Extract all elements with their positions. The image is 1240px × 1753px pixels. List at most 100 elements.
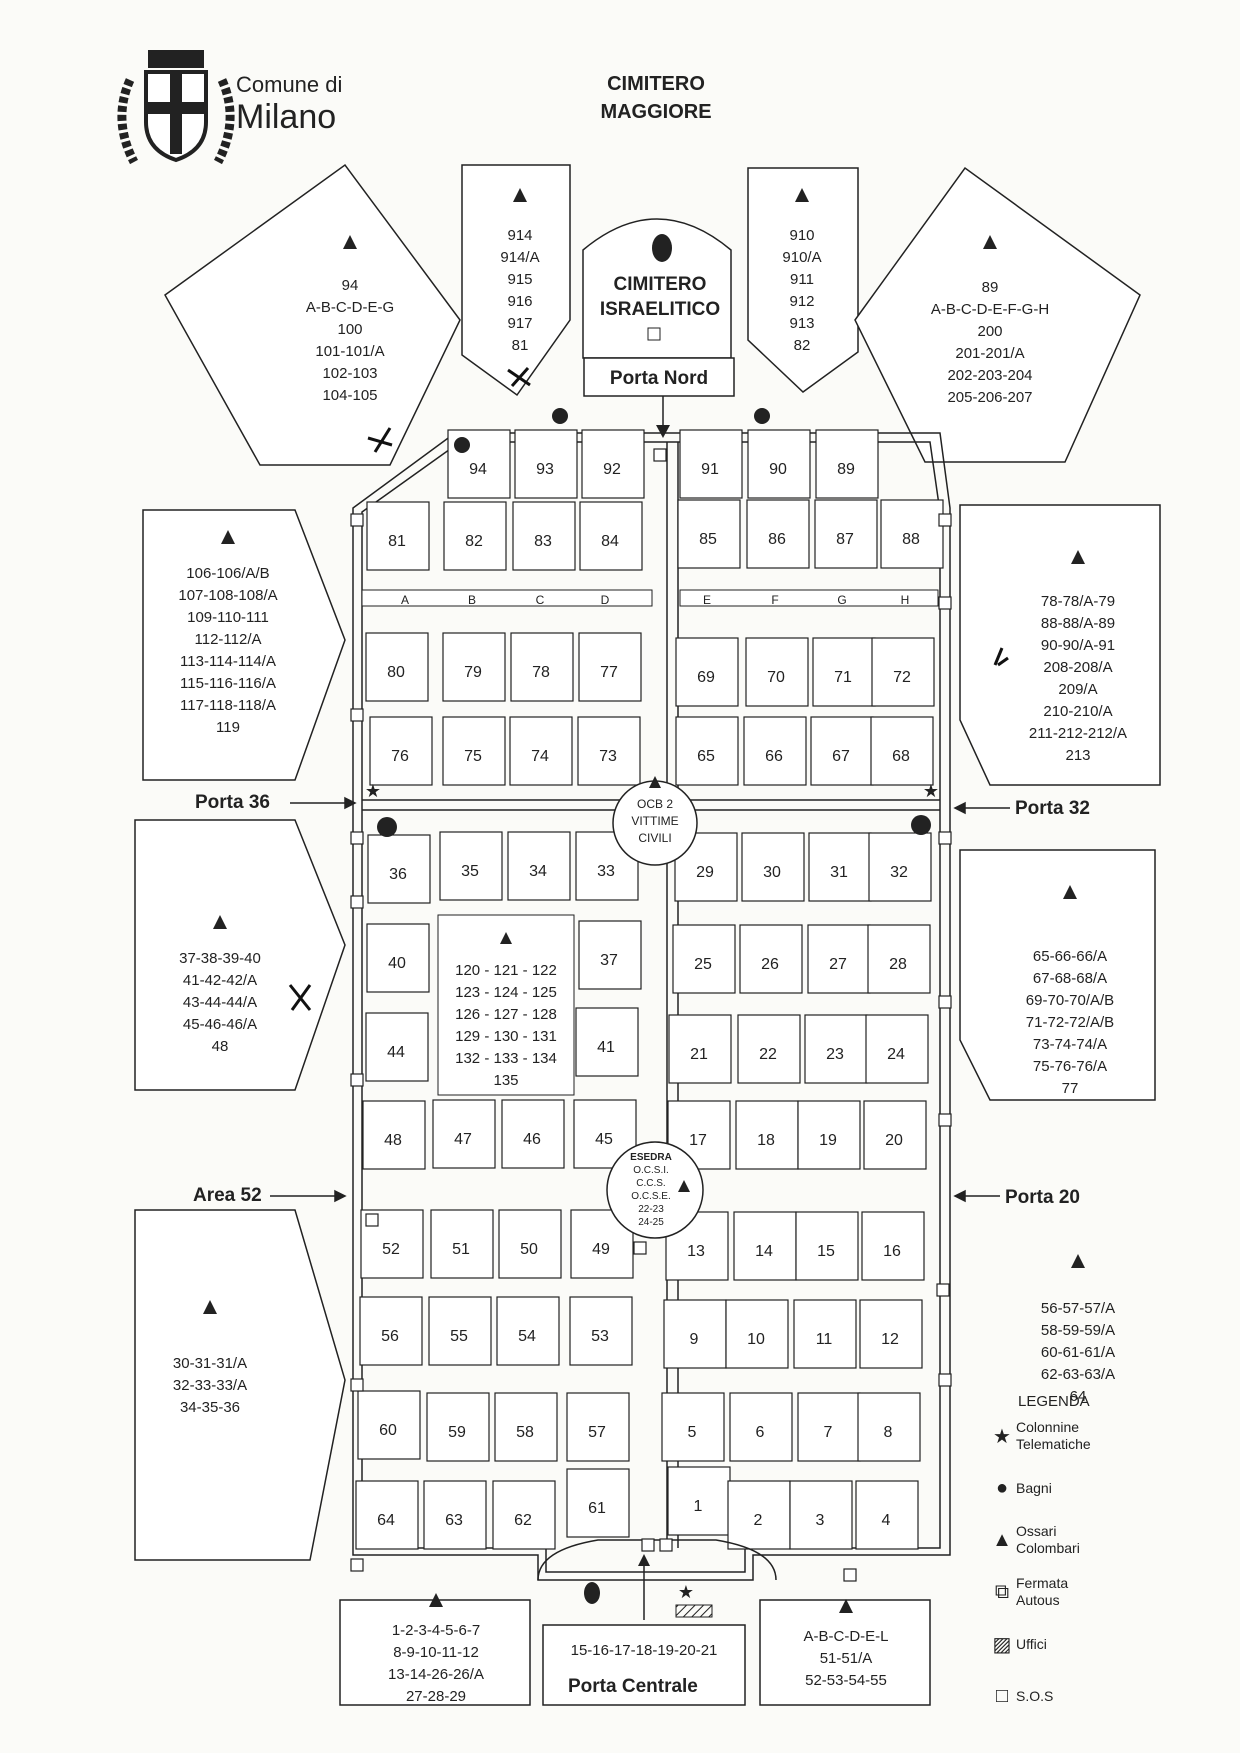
- field-box: [861, 1211, 925, 1281]
- panel-line: 64: [1070, 1388, 1087, 1405]
- field-box: [492, 1480, 556, 1550]
- panel-line: 82: [794, 337, 811, 354]
- field-box: [367, 834, 431, 904]
- panel-line: 71-72-72/A/B: [1026, 1014, 1114, 1031]
- bagni-dot-icon: [754, 408, 770, 424]
- field-number: 34: [529, 863, 547, 880]
- field-box: [870, 716, 934, 786]
- field-box: [442, 632, 506, 702]
- sos-icon: [659, 1538, 673, 1552]
- field-number: 66: [765, 748, 783, 765]
- ossari-triangle-icon: [513, 188, 527, 202]
- field-box: [857, 1392, 921, 1462]
- sos-icon: [350, 513, 364, 527]
- sos-icon: [350, 831, 364, 845]
- panel-line: 117-118-118/A: [180, 697, 276, 714]
- field-box: [815, 429, 879, 499]
- field-number: 3: [816, 1512, 825, 1529]
- field-number: 23: [826, 1046, 844, 1063]
- field-number: 49: [592, 1241, 610, 1258]
- esedra-line: O.C.S.E.: [631, 1191, 670, 1202]
- sos-icon: □: [995, 1684, 1009, 1707]
- central-block-line: 132 - 133 - 134: [455, 1050, 557, 1067]
- panel-line: 101-101/A: [315, 343, 384, 360]
- field-box: [362, 1100, 426, 1170]
- field-number: 79: [464, 664, 482, 681]
- panel-line: 89: [982, 279, 999, 296]
- field-number: 82: [465, 533, 483, 550]
- porta-nord-label: Porta Nord: [610, 368, 708, 389]
- ossari-triangle-icon: [203, 1300, 217, 1314]
- field-box: [865, 1014, 929, 1084]
- panel-line: 15-16-17-18-19-20-21: [571, 1642, 718, 1659]
- field-number: 77: [600, 664, 618, 681]
- field-number: 57: [588, 1424, 606, 1441]
- panel-line: 109-110-111: [187, 609, 269, 626]
- field-number: 17: [689, 1132, 707, 1149]
- panel-line: 915: [507, 271, 532, 288]
- x-mark-icons: [288, 367, 1009, 1011]
- field-box: [667, 1100, 731, 1170]
- field-box: [573, 1099, 637, 1169]
- svg-text:ISRAELITICO: ISRAELITICO: [600, 299, 720, 320]
- field-box: [507, 831, 571, 901]
- field-box: [432, 1099, 496, 1169]
- panel-line: 106-106/A/B: [186, 565, 269, 582]
- ossari-triangle-icon: [678, 1180, 690, 1192]
- panel-line: 917: [507, 315, 532, 332]
- panel-n1: [461, 164, 571, 397]
- central-block-line: 126 - 127 - 128: [455, 1006, 557, 1023]
- sos-icon: [936, 1283, 950, 1297]
- corridor-letter: H: [901, 593, 910, 607]
- field-number: 88: [902, 531, 920, 548]
- field-number: 67: [832, 748, 850, 765]
- field-number: 59: [448, 1424, 466, 1441]
- panel-line: 115-116-116/A: [180, 675, 276, 692]
- field-number: 74: [531, 748, 549, 765]
- panel-text: 94A-B-C-D-E-G100101-101/A102-103104-1059…: [173, 188, 1127, 1705]
- porta-20-label: Porta 20: [1005, 1187, 1080, 1208]
- field-box: [867, 924, 931, 994]
- panel-e2: [959, 849, 1156, 1101]
- field-number: 40: [388, 955, 406, 972]
- field-number: 73: [599, 748, 617, 765]
- sos-icon: [938, 513, 952, 527]
- panel-line: 75-76-76/A: [1033, 1058, 1107, 1075]
- field-number: 83: [534, 533, 552, 550]
- field-number: 37: [600, 952, 618, 969]
- ossari-triangle-icon: [213, 915, 227, 929]
- field-number: 61: [588, 1500, 606, 1517]
- field-box: [810, 716, 874, 786]
- panel-line: 43-44-44/A: [183, 994, 257, 1011]
- uffici-hatch-icon: [675, 1604, 713, 1618]
- field-box: [743, 716, 807, 786]
- field-number: 69: [697, 669, 715, 686]
- field-number: 52: [382, 1241, 400, 1258]
- colonnine-star-icon: ★: [923, 781, 939, 801]
- central-gate-arc: [537, 1539, 777, 1581]
- triangle-icon: ▲: [992, 1528, 1012, 1551]
- sos-icon: [641, 1538, 655, 1552]
- bagni-dot-icon: [652, 234, 672, 262]
- field-number: 28: [889, 956, 907, 973]
- field-box: [501, 1099, 565, 1169]
- cimitero-israelitico: CIMITERO ISRAELITICO Porta Nord: [582, 218, 735, 438]
- field-box: [675, 637, 739, 707]
- field-number: 20: [885, 1132, 903, 1149]
- arrow-up-icon: [638, 1554, 650, 1566]
- field-box: [729, 1392, 793, 1462]
- central-block-line: 135: [493, 1072, 518, 1089]
- field-box: [423, 1480, 487, 1550]
- field-number: 76: [391, 748, 409, 765]
- field-number: 92: [603, 461, 621, 478]
- field-box: [498, 1209, 562, 1279]
- bagni-dot-icon: [377, 817, 397, 837]
- legend-label: Bagni: [1016, 1479, 1052, 1496]
- field-box: [366, 923, 430, 993]
- field-number: 58: [516, 1424, 534, 1441]
- field-box: [741, 832, 805, 902]
- bus-stop-icon: ⧉: [994, 1580, 1010, 1603]
